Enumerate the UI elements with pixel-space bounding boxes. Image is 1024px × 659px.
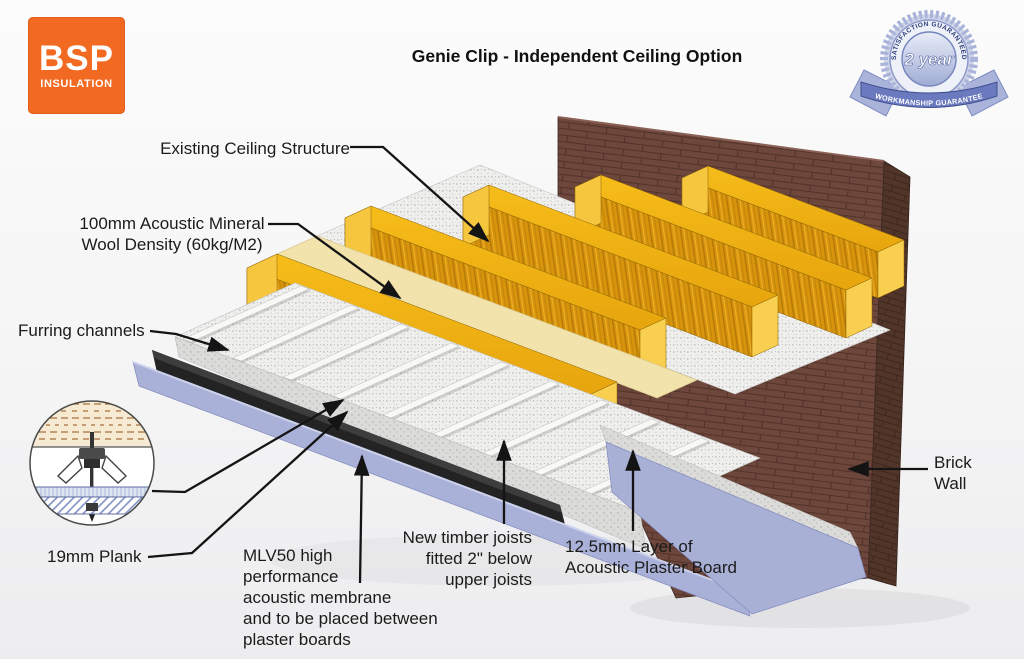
leader-mlv	[353, 454, 370, 584]
furring-channels	[182, 285, 711, 496]
leader-inset	[151, 399, 345, 494]
leader-mineral-wool	[268, 222, 402, 300]
label-mlv: MLV50 high performance acoustic membrane…	[243, 546, 438, 650]
logo-subtext: INSULATION	[40, 78, 113, 90]
acoustic-plasterboard	[132, 361, 867, 617]
label-plaster-board: 12.5mm Layer of Acoustic Plaster Board	[565, 537, 737, 578]
page-title: Genie Clip - Independent Ceiling Option	[411, 46, 743, 66]
genie-clip-inset	[29, 400, 155, 526]
upper-joist	[462, 184, 779, 358]
mlv-membrane-sheen	[152, 350, 562, 513]
label-furring-channels: Furring channels	[18, 321, 145, 340]
bsp-insulation-logo: BSP INSULATION	[28, 17, 125, 114]
label-brick-wall: Brick Wall	[934, 453, 972, 494]
leader-existing-ceiling	[350, 145, 490, 243]
badge-center-text: 2 year	[903, 50, 955, 69]
label-mineral-wool: 100mm Acoustic Mineral Wool Density (60k…	[79, 214, 265, 255]
logo-text: BSP	[39, 39, 114, 78]
label-plank: 19mm Plank	[47, 547, 142, 566]
leader-lines	[147, 145, 928, 584]
label-existing-ceiling: Existing Ceiling Structure	[160, 139, 350, 158]
leader-furring-channels	[149, 329, 230, 352]
leader-plank	[147, 410, 349, 559]
label-new-joists: New timber joists fitted 2" below upper …	[402, 528, 532, 590]
